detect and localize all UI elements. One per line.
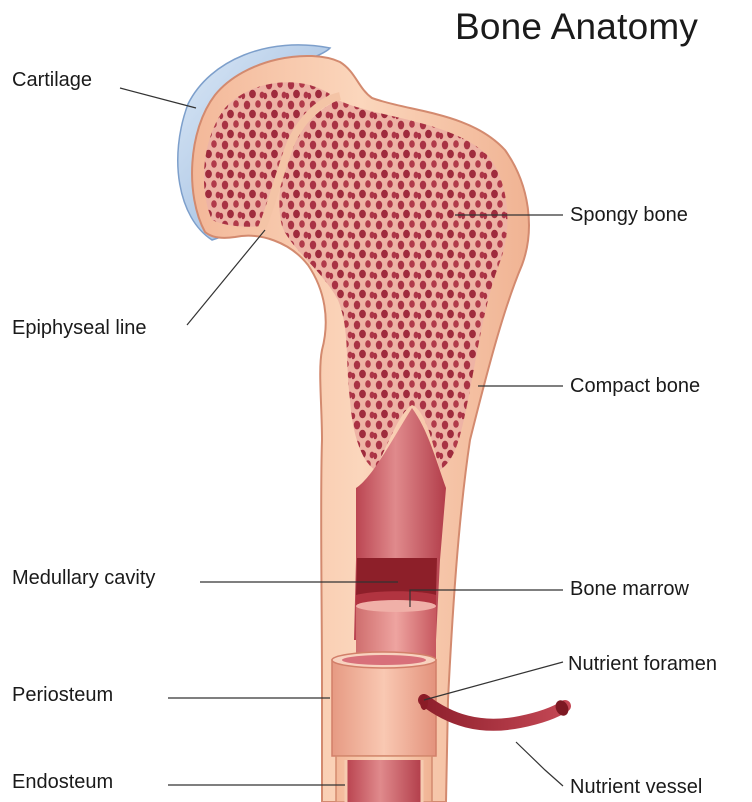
marrow-cylinder-top — [356, 600, 436, 612]
label-nutrient-vessel: Nutrient vessel — [570, 775, 702, 799]
label-medullary-cavity: Medullary cavity — [12, 566, 155, 590]
label-spongy-bone: Spongy bone — [570, 203, 688, 227]
leader-vessel — [516, 742, 563, 786]
leader-epiphyseal — [187, 230, 265, 325]
nutrient-foramen-hole — [420, 694, 428, 710]
label-compact-bone: Compact bone — [570, 374, 700, 398]
periosteum-inner — [342, 655, 426, 665]
label-periosteum: Periosteum — [12, 683, 113, 707]
label-bone-marrow: Bone marrow — [570, 577, 689, 601]
label-epiphyseal-line: Epiphyseal line — [12, 316, 147, 340]
label-nutrient-foramen: Nutrient foramen — [568, 652, 717, 676]
endosteum-cavity — [346, 760, 422, 802]
label-endosteum: Endosteum — [12, 770, 113, 794]
periosteum-band — [332, 660, 436, 756]
label-cartilage: Cartilage — [12, 68, 92, 92]
diagram-title: Bone Anatomy — [455, 6, 698, 48]
leader-cartilage — [120, 88, 196, 108]
